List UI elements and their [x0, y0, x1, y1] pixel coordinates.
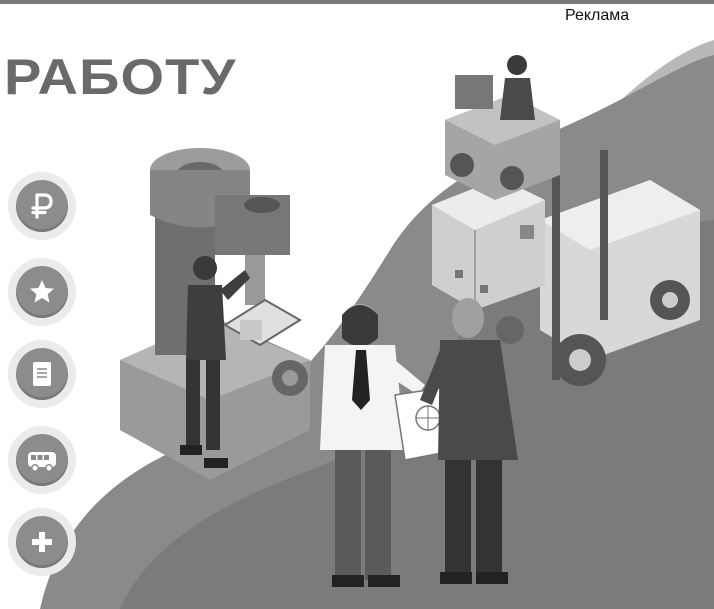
ruble-button[interactable] — [8, 172, 76, 240]
headline: РАБОТУ — [4, 49, 237, 105]
ruble-icon — [31, 193, 53, 219]
bus-icon — [28, 452, 56, 472]
ad-label: Реклама — [565, 7, 630, 24]
star-icon — [30, 280, 54, 303]
document-icon — [33, 362, 51, 386]
bus-button[interactable] — [8, 426, 76, 494]
worker-at-machine — [180, 256, 250, 468]
man-dark-sweater — [420, 298, 518, 584]
forklift — [496, 150, 700, 386]
star-button[interactable] — [8, 258, 76, 326]
top-divider — [0, 0, 714, 4]
man-white-shirt — [320, 304, 425, 587]
plus-icon — [32, 532, 52, 552]
plus-button[interactable] — [8, 508, 76, 576]
document-button[interactable] — [8, 340, 76, 408]
top-loader-vehicle — [445, 55, 560, 200]
